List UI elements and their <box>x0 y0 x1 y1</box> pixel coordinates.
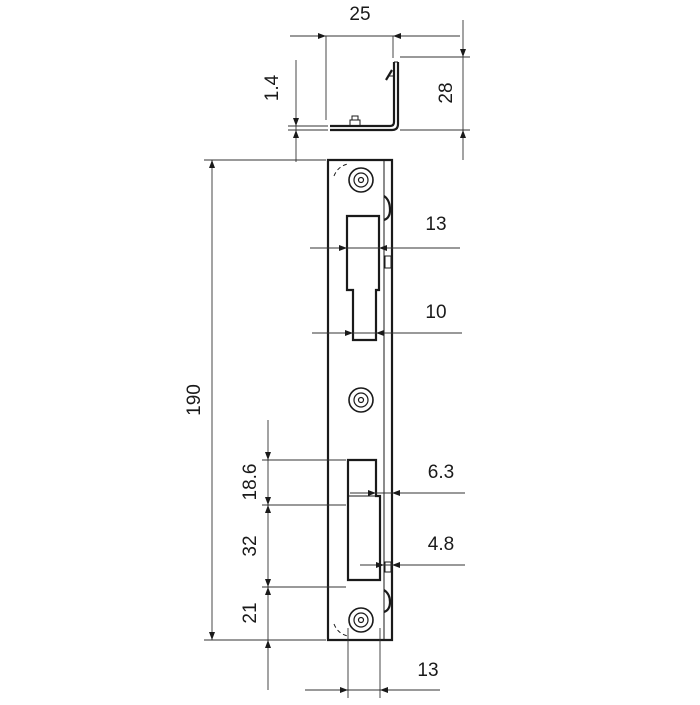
screw-hole-top <box>348 167 374 193</box>
dim-top-height-label: 28 <box>436 82 457 103</box>
dim-slot-width-lower-label: 4.8 <box>428 534 454 555</box>
dim-total-length-label: 190 <box>184 384 205 416</box>
dim-top-height: 28 <box>400 20 470 160</box>
upper-slot <box>345 214 381 342</box>
dim-top-width-label: 25 <box>349 4 370 25</box>
dim-spacing-c-label: 21 <box>240 602 261 623</box>
dim-top-width: 25 <box>290 4 460 120</box>
dim-left-stack: 18.6 32 21 <box>240 420 346 690</box>
angle-profile-view <box>330 61 400 132</box>
screw-hole-bottom <box>348 607 374 633</box>
dim-slot-width-lower: 4.8 <box>360 534 465 568</box>
dim-slot-width-small-label: 6.3 <box>428 462 454 483</box>
dim-bottom-width-label: 13 <box>417 660 438 681</box>
lower-slot <box>346 458 382 582</box>
dim-slot-width-upper: 13 <box>310 214 460 251</box>
plate-front-view <box>326 158 394 642</box>
dim-spacing-b-label: 32 <box>240 535 261 556</box>
dim-thickness-label: 1.4 <box>262 74 283 101</box>
dim-slot-width-mid-label: 10 <box>425 302 446 323</box>
dim-thickness: 1.4 <box>262 60 328 162</box>
dim-bottom-width: 13 <box>305 628 440 698</box>
dim-slot-width-mid: 10 <box>312 302 462 336</box>
dim-slot-width-upper-label: 13 <box>425 214 446 235</box>
dim-slot-width-small: 6.3 <box>350 462 465 496</box>
dim-total-length: 190 <box>184 159 326 641</box>
dim-spacing-a-label: 18.6 <box>240 464 261 501</box>
screw-hole-middle <box>348 387 374 413</box>
